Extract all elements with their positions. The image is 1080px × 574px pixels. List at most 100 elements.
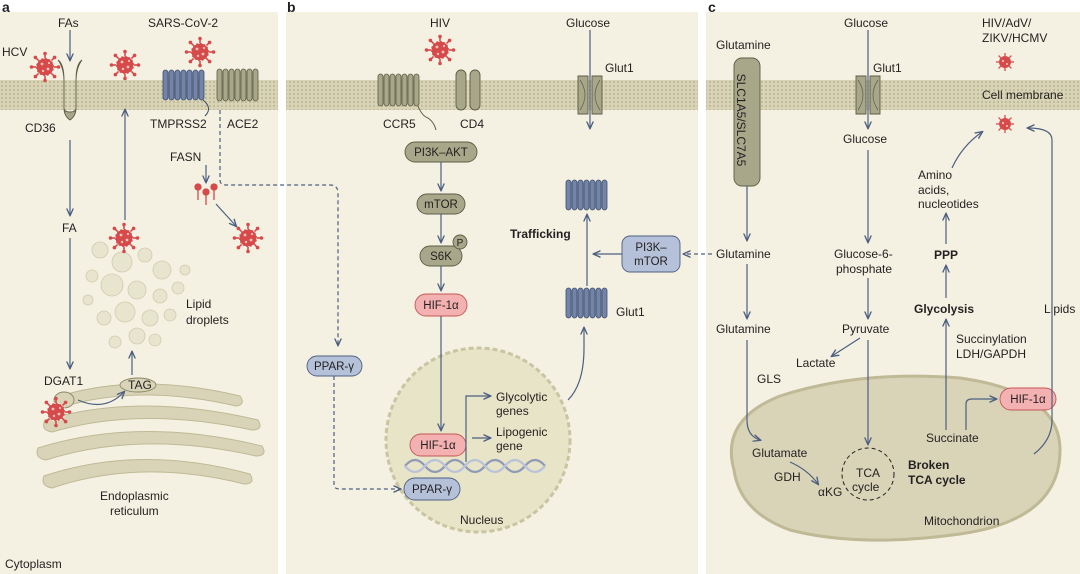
trafficking-label: Trafficking: [510, 227, 571, 241]
lipids-label: Lipids: [1044, 302, 1075, 316]
viruses-label-1: HIV/AdV/: [982, 16, 1032, 30]
s6k-label: S6K: [430, 251, 452, 263]
ace2-label: ACE2: [227, 117, 259, 131]
succinate-label: Succinate: [926, 431, 979, 445]
hcv-er-virus-icon: [39, 395, 73, 429]
amino-label-1: Amino: [918, 168, 952, 182]
cd4-receptor-icon: [455, 69, 481, 111]
fas-label: FAs: [58, 16, 79, 30]
sars-cov-2-label: SARS-CoV-2: [148, 16, 218, 30]
lipogenic-gene-label-1: Lipogenic: [496, 425, 547, 439]
c-virus-inside-icon: [995, 114, 1015, 134]
glut1-low-label: Glut1: [616, 305, 645, 319]
tca-label-1: TCA: [856, 466, 880, 480]
er-label-2: reticulum: [110, 504, 159, 518]
hif-c-node: [999, 387, 1057, 411]
hcv-label: HCV: [2, 45, 27, 59]
broken-tca-label-1: Broken: [908, 458, 949, 472]
cd36-label: CD36: [25, 121, 56, 135]
c-virus-outside-icon: [995, 52, 1015, 72]
glutamate-label: Glutamate: [752, 446, 808, 460]
hcv-virus-icon: [28, 50, 62, 84]
fasn-label: FASN: [170, 150, 201, 164]
panel-c-letter: c: [708, 0, 716, 15]
glutamine-top-label: Glutamine: [716, 38, 771, 52]
broken-tca-label-2: TCA cycle: [908, 473, 966, 487]
tca-label-2: cycle: [852, 480, 880, 494]
pi3k-mtor-label-2: mTOR: [634, 256, 668, 268]
pyruvate-label: Pyruvate: [842, 322, 890, 336]
hif-top-label: HIF-1α: [423, 300, 459, 312]
ppar-nucleus-node: [403, 477, 461, 501]
hif-c-label: HIF-1α: [1010, 394, 1046, 406]
ace2-receptor-icon: [216, 68, 259, 102]
dgat1-label: DGAT1: [44, 374, 83, 388]
amino-label-3: nucleotides: [918, 197, 979, 211]
lipid-droplets-icon: [82, 241, 191, 349]
glycolytic-genes-label-1: Glycolytic: [496, 390, 547, 404]
glycolysis-label: Glycolysis: [914, 302, 974, 316]
g6p-label-1: Glucose-6-: [834, 247, 893, 261]
tag-blob: [119, 377, 157, 393]
hiv-virus-icon: [423, 33, 457, 67]
mitochondrion-shape: [729, 374, 1062, 542]
dna-helix-icon: [404, 458, 546, 474]
glucose-label-b: Glucose: [566, 16, 610, 30]
glut1-top-label-b: Glut1: [605, 61, 634, 75]
lipid-droplets-label-1: Lipid: [186, 297, 211, 311]
glut1-lower-icon: [565, 287, 608, 319]
akg-label: αKG: [818, 485, 842, 499]
ace2-to-ppar-dashed-arrow: [219, 110, 338, 345]
glycolytic-genes-label-2: genes: [496, 404, 529, 418]
tca-cycle-circle: [841, 447, 895, 501]
ccr5-tail: [417, 105, 437, 131]
ldh-gapdh-label: LDH/GAPDH: [956, 347, 1026, 361]
ppar-gamma-label: PPAR-γ: [314, 361, 354, 373]
lipid-droplets-label-2: droplets: [186, 313, 229, 327]
tmprss2-tail: [202, 99, 209, 117]
tmprss2-label: TMPRSS2: [150, 117, 207, 131]
panel-a-letter: a: [2, 0, 10, 15]
ccr5-receptor-icon: [377, 73, 420, 107]
replicating-virus-icon: [107, 221, 141, 255]
g6p-label-2: phosphate: [836, 262, 892, 276]
ppp-label: PPP: [934, 248, 958, 262]
glut1-label-c: Glut1: [873, 61, 902, 75]
panel-a-arrows: [70, 30, 236, 406]
fasn-lipid-icon: [194, 183, 218, 205]
pi3k-mtor-label-1: PI3K–: [635, 242, 667, 254]
viruses-label-2: ZIKV/HCMV: [982, 31, 1047, 45]
tag-label: TAG: [128, 378, 152, 392]
hcv-virus-icon: [108, 48, 142, 82]
gdh-label: GDH: [774, 470, 801, 484]
endoplasmic-reticulum-icon: [36, 383, 265, 489]
glucose-top-label-c: Glucose: [844, 16, 888, 30]
lactate-label: Lactate: [796, 356, 836, 370]
ppar-to-nucleus-dashed-arrow: [333, 376, 400, 489]
glutamine-mid-label: Glutamine: [716, 247, 771, 261]
hiv-label: HIV: [430, 16, 450, 30]
glucose-mid-label: Glucose: [843, 132, 887, 146]
panel-b-letter: b: [287, 0, 296, 15]
pi3k-akt-label: PI3K–AKT: [414, 147, 468, 159]
cd36-receptor-icon: [57, 59, 83, 121]
ppar-nucleus-label: PPAR-γ: [412, 484, 452, 496]
er-label-1: Endoplasmic: [100, 489, 169, 503]
gls-label: GLS: [757, 372, 781, 386]
panel-c-arrows: [747, 30, 1053, 484]
lipogenic-gene-label-2: gene: [496, 439, 523, 453]
cell-membrane-label: Cell membrane: [982, 88, 1064, 102]
phosphate-icon: [452, 234, 468, 250]
glutamine-low-label: Glutamine: [716, 322, 771, 336]
tmprss2-receptor-icon: [162, 69, 205, 101]
assembled-virus-icon: [231, 221, 265, 255]
sars-cov-2-virus-icon: [183, 35, 217, 69]
hif-nucleus-label: HIF-1α: [420, 440, 456, 452]
phosphate-label: P: [457, 238, 464, 249]
trafficking-glut1-icon: [565, 179, 608, 211]
mtor-label: mTOR: [424, 199, 458, 211]
cytoplasm-label: Cytoplasm: [5, 557, 62, 571]
mitochondrion-label: Mitochondrion: [924, 514, 999, 528]
